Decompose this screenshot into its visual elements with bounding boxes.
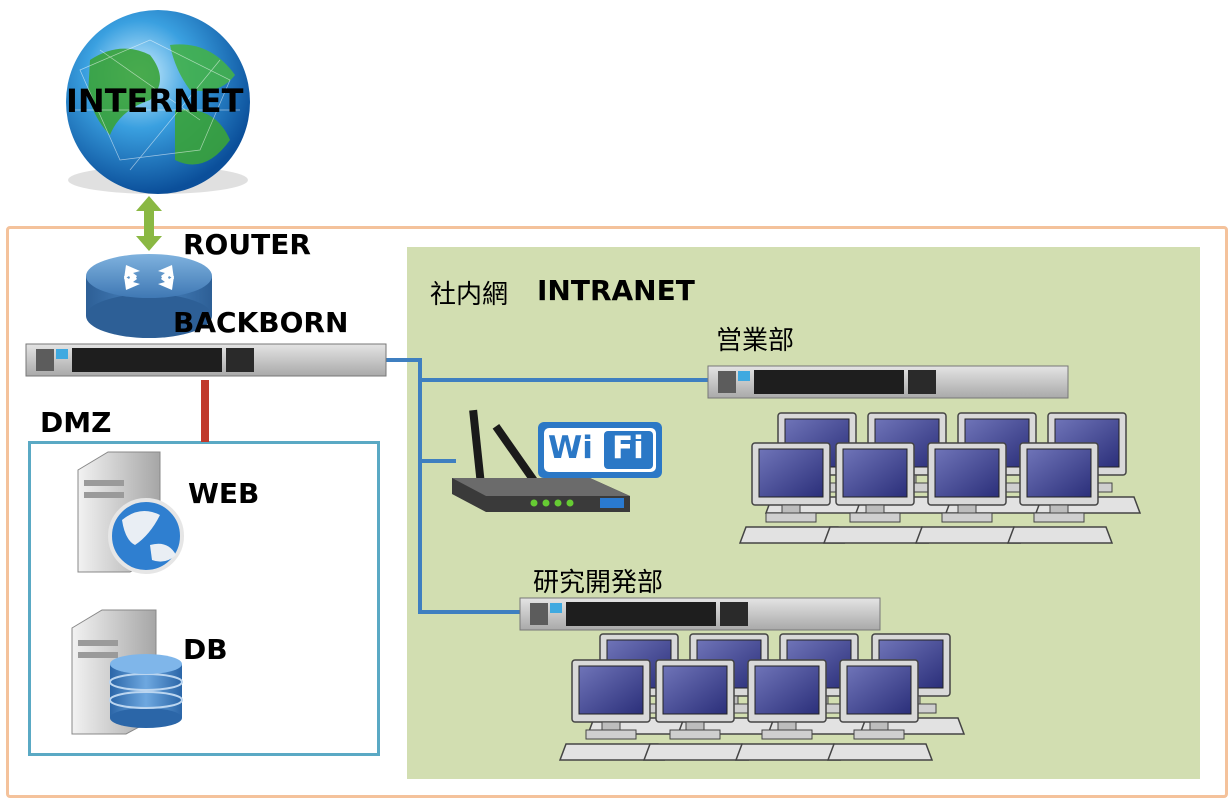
network-boundary xyxy=(6,226,1228,798)
web-label: WEB xyxy=(188,477,260,510)
wifi-logo-icon xyxy=(538,422,662,478)
internet-label: INTERNET xyxy=(66,82,244,120)
backbone-label: BACKBORN xyxy=(173,306,349,339)
computer-icon xyxy=(559,659,665,761)
router-label: ROUTER xyxy=(183,228,311,261)
backbone-switch-icon xyxy=(25,343,387,377)
computer-icon xyxy=(823,442,929,544)
db-server-icon xyxy=(71,609,183,735)
sales-computers xyxy=(739,412,1141,544)
wifi-router-icon xyxy=(452,409,630,512)
sales-dept-label: 営業部 xyxy=(716,326,795,356)
wifi-badge-left: Wi xyxy=(548,430,593,466)
computer-icon xyxy=(643,659,749,761)
rnd-switch-icon xyxy=(519,597,881,631)
globe-icon xyxy=(66,10,250,194)
uplink-arrow xyxy=(136,196,162,251)
computer-icon xyxy=(915,442,1021,544)
intranet-label-jp: 社内網 xyxy=(430,280,509,310)
computer-icon xyxy=(1007,442,1113,544)
rnd-computers xyxy=(559,633,965,761)
web-server-icon xyxy=(77,451,184,574)
sales-switch-icon xyxy=(707,365,1069,399)
dmz-label: DMZ xyxy=(40,406,112,439)
dmz-zone xyxy=(28,441,380,756)
computer-icon xyxy=(739,442,845,544)
intranet-label-en: INTRANET xyxy=(537,274,695,307)
computer-icon xyxy=(735,659,841,761)
lan-links xyxy=(386,358,708,614)
wifi-badge-right: Fi xyxy=(612,430,644,466)
rnd-dept-label: 研究開発部 xyxy=(533,568,664,598)
dmz-link xyxy=(201,380,209,442)
router-icon xyxy=(86,254,212,338)
db-label: DB xyxy=(183,633,228,666)
computer-icon xyxy=(827,659,933,761)
